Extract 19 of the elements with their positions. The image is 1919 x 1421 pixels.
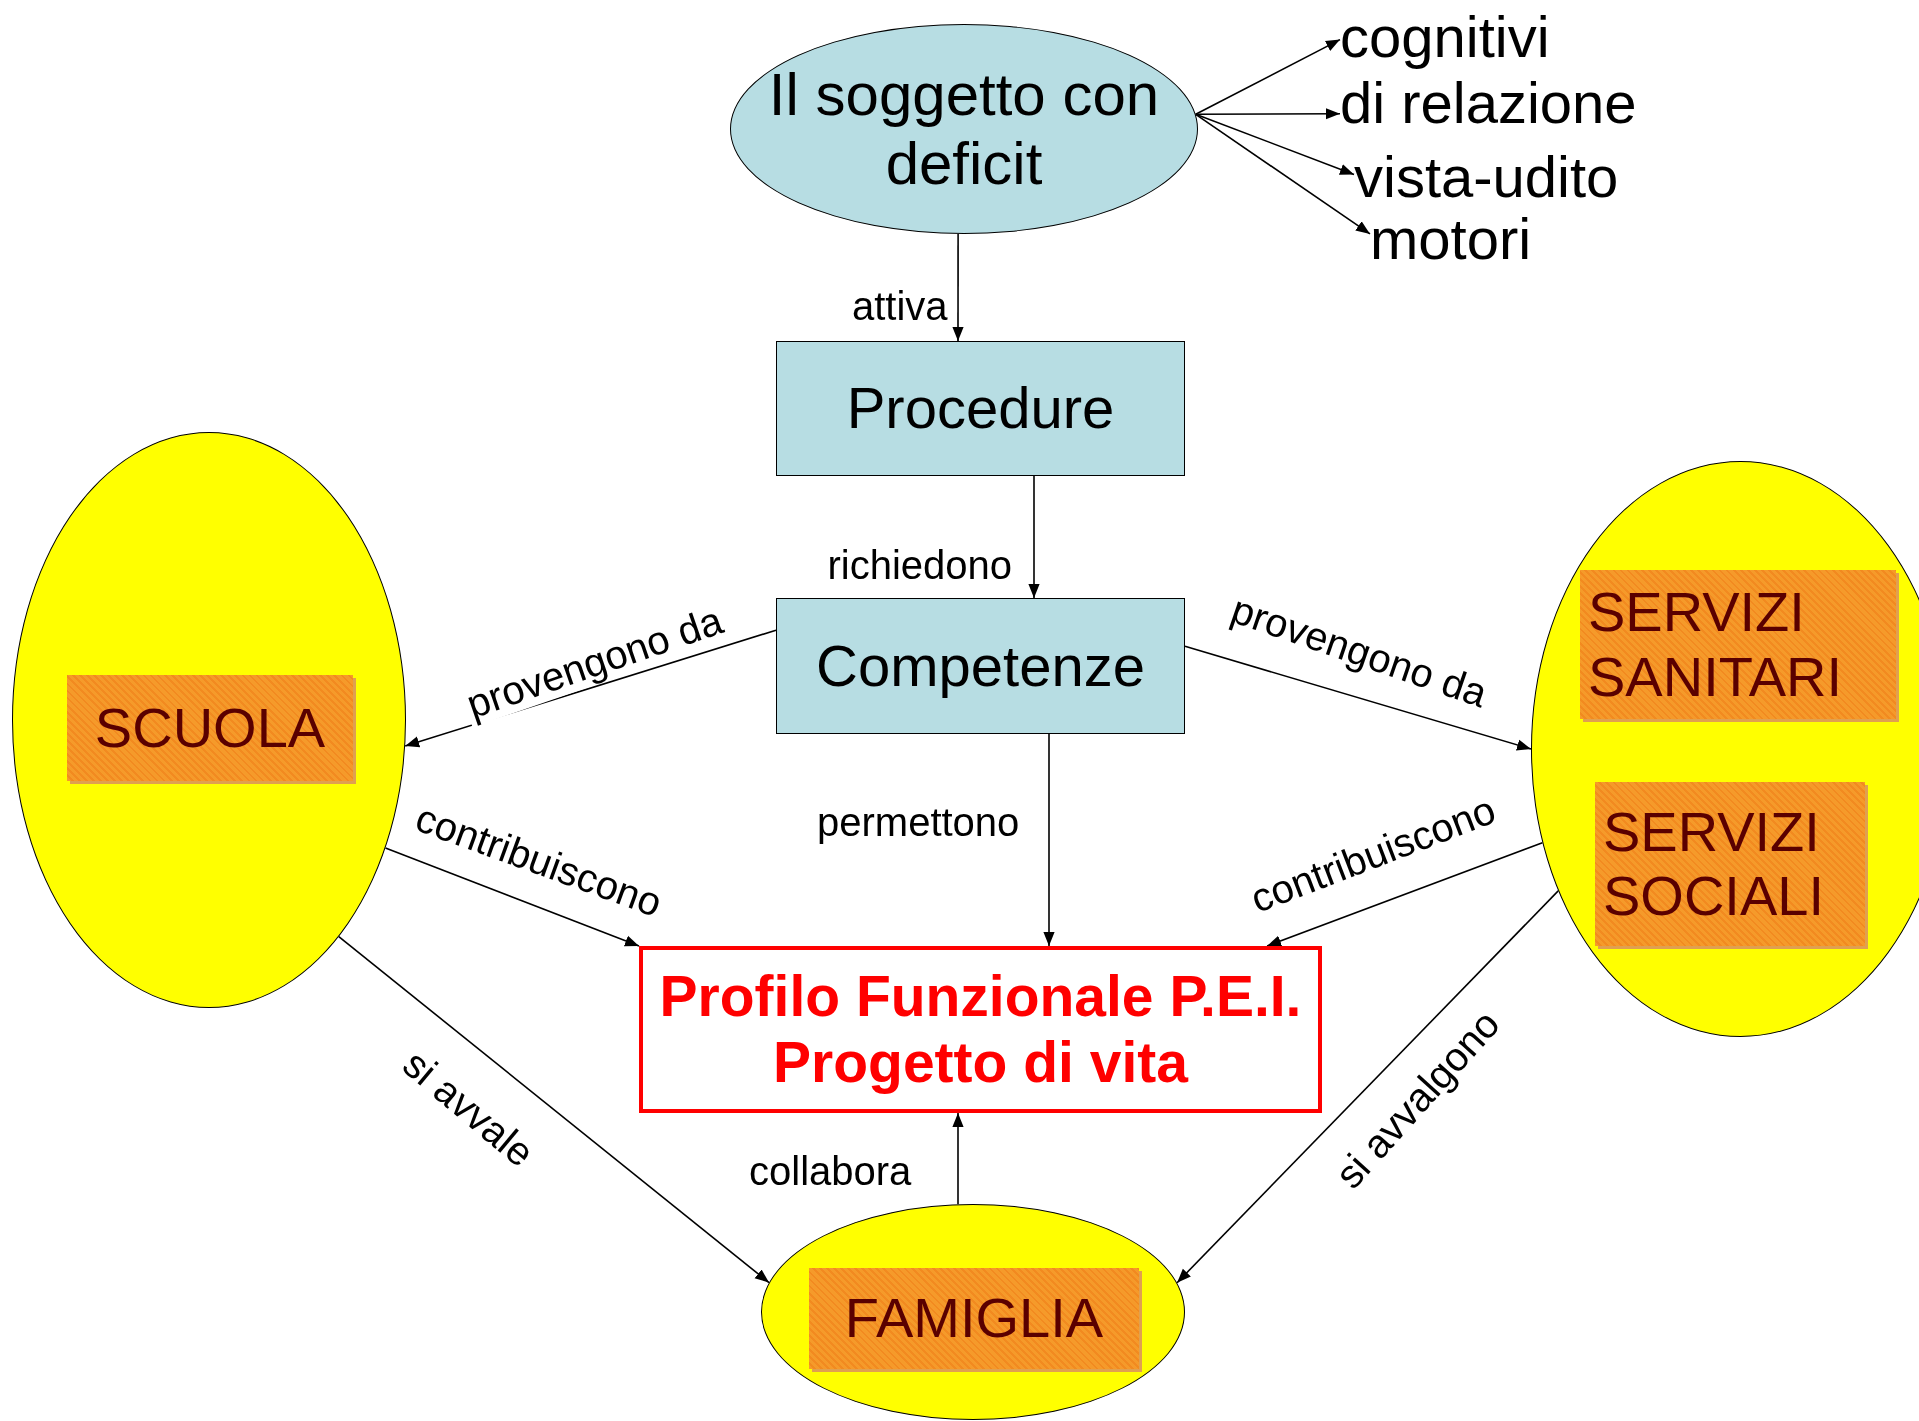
arrow — [338, 935, 770, 1284]
label-tag: FAMIGLIA — [809, 1268, 1139, 1369]
arrow — [384, 847, 640, 947]
ellipse-node: Il soggetto con deficit — [730, 24, 1198, 234]
process-box: Procedure — [776, 341, 1185, 476]
arrow — [1266, 842, 1544, 947]
category-text: di relazione — [1340, 70, 1680, 138]
arrow — [1184, 645, 1532, 751]
outcome-box: Profilo Funzionale P.E.I. Progetto di vita — [639, 946, 1322, 1113]
label-tag: SCUOLA — [67, 675, 353, 781]
arrow — [952, 233, 964, 342]
arrow — [1176, 890, 1559, 1284]
label-tag: SERVIZI SOCIALI — [1595, 782, 1865, 946]
label-tag: SERVIZI SANITARI — [1580, 570, 1896, 719]
arrow — [1028, 475, 1040, 599]
category-text: cognitivi — [1340, 4, 1600, 70]
arrow — [1043, 733, 1055, 947]
process-box: Competenze — [776, 598, 1185, 734]
arrow — [952, 1112, 964, 1206]
